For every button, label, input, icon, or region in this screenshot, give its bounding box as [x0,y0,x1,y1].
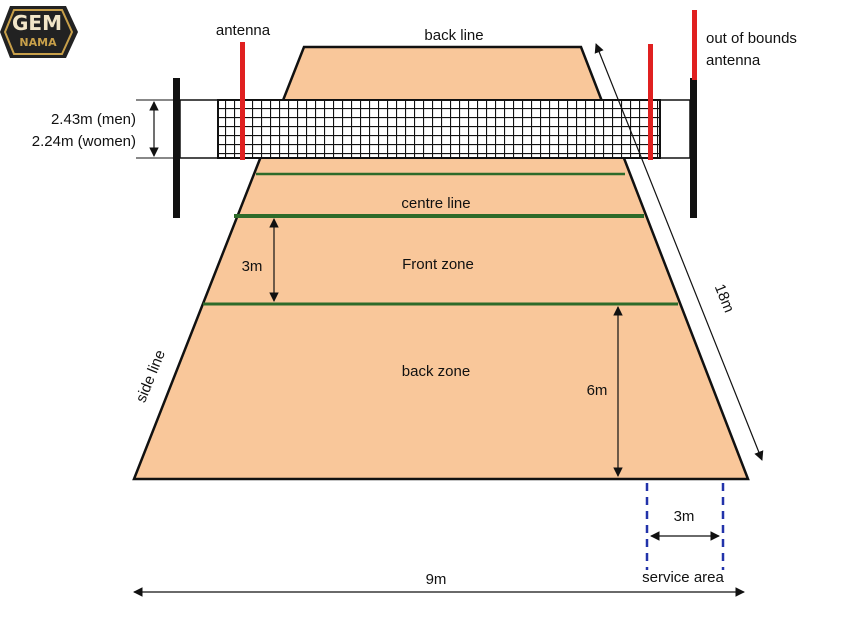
out-of-bounds-label: out of bounds [706,30,797,47]
front-zone-label: Front zone [402,256,474,273]
right-net-post [690,78,697,218]
net-sleeve-left [179,99,219,159]
net-sleeve-right [659,99,691,159]
court-width-label: 9m [426,571,447,588]
net-height-men-label: 2.43m (men) [51,111,136,128]
net-mesh [217,99,661,159]
back-zone-depth-label: 6m [587,382,608,399]
side-line-label: side line [133,348,169,405]
court-length-label: 18m [711,282,738,315]
antenna-label: antenna [216,22,271,39]
back-zone-label: back zone [402,363,470,380]
logo-text-top: GEM [12,11,62,35]
gem-nama-logo: GEM NAMA [0,6,78,58]
left-antenna [240,42,245,160]
left-net-post [173,78,180,218]
out-of-bounds-antenna-red [692,10,697,80]
court-length-arrow [594,43,764,461]
front-zone-depth-label: 3m [242,258,263,275]
centre-line-label: centre line [401,195,470,212]
out-of-bounds-label-2: antenna [706,52,761,69]
service-area-width-label: 3m [674,508,695,525]
service-area-label: service area [642,569,724,586]
back-line-label: back line [424,27,483,44]
right-antenna [648,44,653,160]
logo-text-bottom: NAMA [19,36,57,49]
net-height-women-label: 2.24m (women) [32,133,136,150]
